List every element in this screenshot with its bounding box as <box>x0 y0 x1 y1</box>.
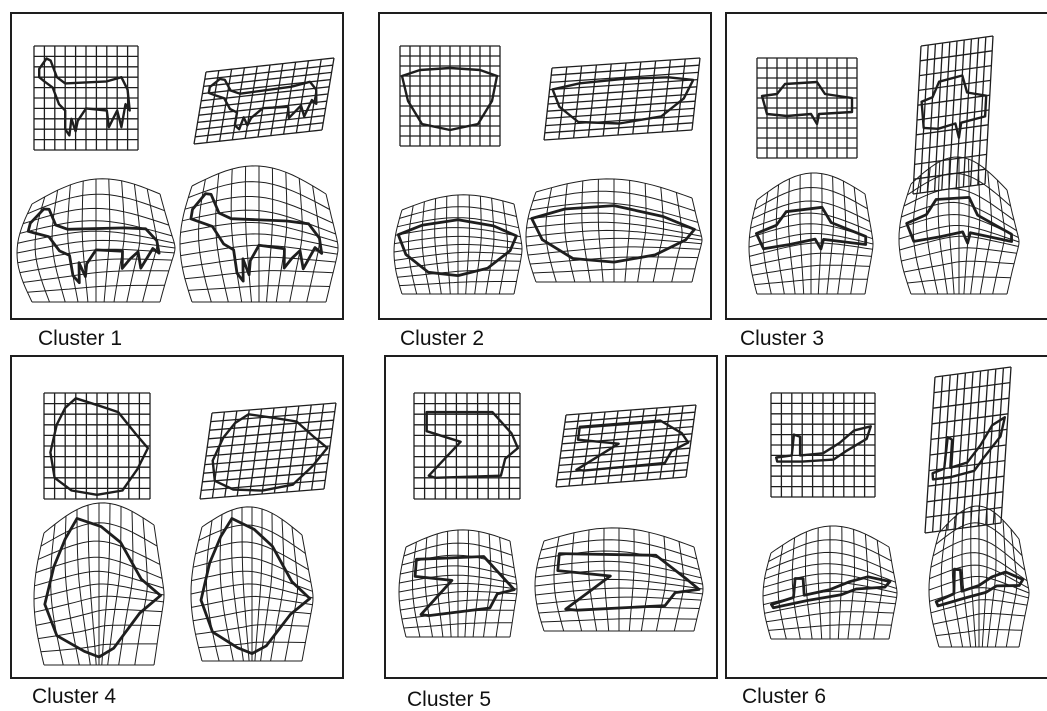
cluster-2-diagram <box>380 14 710 318</box>
cluster-5-caption: Cluster 5 <box>407 689 491 710</box>
grid-affine <box>544 58 700 140</box>
cluster-2-panel <box>378 12 712 320</box>
grid-line <box>195 123 323 137</box>
cluster-5-panel <box>384 355 718 679</box>
cluster-4-diagram <box>12 357 342 677</box>
cluster-1-diagram <box>12 14 342 318</box>
contour-warp-b <box>558 554 699 611</box>
cluster-6-caption: Cluster 6 <box>742 686 826 707</box>
grid-warp-b <box>535 528 703 631</box>
grid-warp-b <box>526 179 702 282</box>
grid-original <box>34 46 138 150</box>
grid-warp-a <box>17 179 175 302</box>
cluster-3-caption: Cluster 3 <box>740 328 824 349</box>
grid-line <box>194 130 322 144</box>
grid-affine <box>556 405 696 487</box>
cluster-6-diagram <box>727 357 1047 677</box>
grid-warp-b <box>899 157 1019 294</box>
cluster-3-panel <box>725 12 1047 320</box>
grid-warp-a <box>763 526 897 639</box>
grid-line <box>196 116 324 130</box>
grid-affine <box>913 36 993 194</box>
cluster-4-panel <box>10 355 344 679</box>
grid-original <box>414 393 520 499</box>
cluster-2-caption: Cluster 2 <box>400 328 484 349</box>
contour-original <box>39 59 130 136</box>
grid-warp-b <box>180 166 338 302</box>
grid-original <box>757 58 857 158</box>
cluster-5-diagram <box>386 357 716 677</box>
cluster-4-caption: Cluster 4 <box>32 686 116 707</box>
cluster-1-caption: Cluster 1 <box>38 328 122 349</box>
grid-line <box>929 533 939 647</box>
cluster-1-panel <box>10 12 344 320</box>
cluster-3-diagram <box>727 14 1047 318</box>
grid-line <box>1019 539 1029 647</box>
contour-warp-a <box>45 518 161 657</box>
cluster-6-panel <box>725 355 1047 679</box>
grid-warp-a <box>749 173 873 294</box>
grid-line <box>899 184 911 294</box>
grid-warp-a <box>394 195 522 294</box>
grid-original <box>771 393 875 497</box>
contour-original <box>427 412 518 478</box>
grid-warp-a <box>399 530 517 637</box>
